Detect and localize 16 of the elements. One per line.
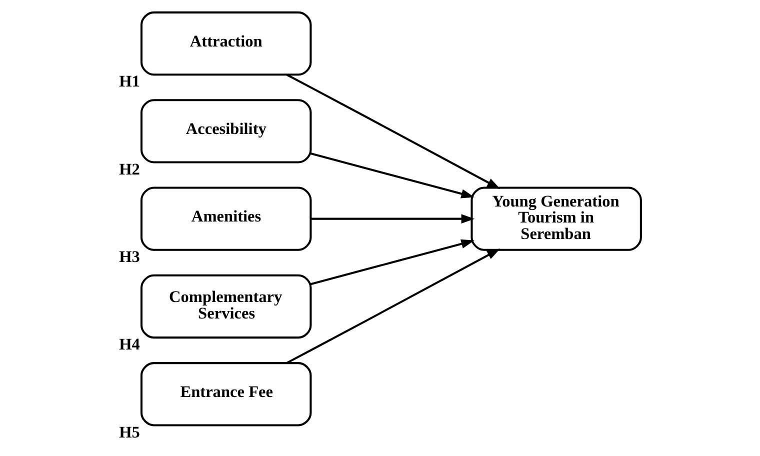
node-box: Amenities <box>140 186 312 251</box>
arrow <box>310 214 475 224</box>
arrow <box>310 239 474 286</box>
node-box: Accesibility <box>140 99 312 164</box>
node-label: H1 <box>119 72 140 91</box>
node-label: H3 <box>119 246 140 266</box>
node-label: H2 <box>119 159 140 178</box>
node-box: Attraction <box>140 11 312 76</box>
node-box: Young Generation Tourism in Seremban <box>470 186 642 251</box>
node-box: Complementary Services <box>140 274 312 339</box>
node-label: H5 <box>119 422 140 442</box>
arrow <box>286 74 500 190</box>
arrow <box>286 248 500 364</box>
arrow <box>310 152 474 198</box>
node-box: Entrance Fee <box>140 362 312 426</box>
node-label: H4 <box>119 334 140 354</box>
